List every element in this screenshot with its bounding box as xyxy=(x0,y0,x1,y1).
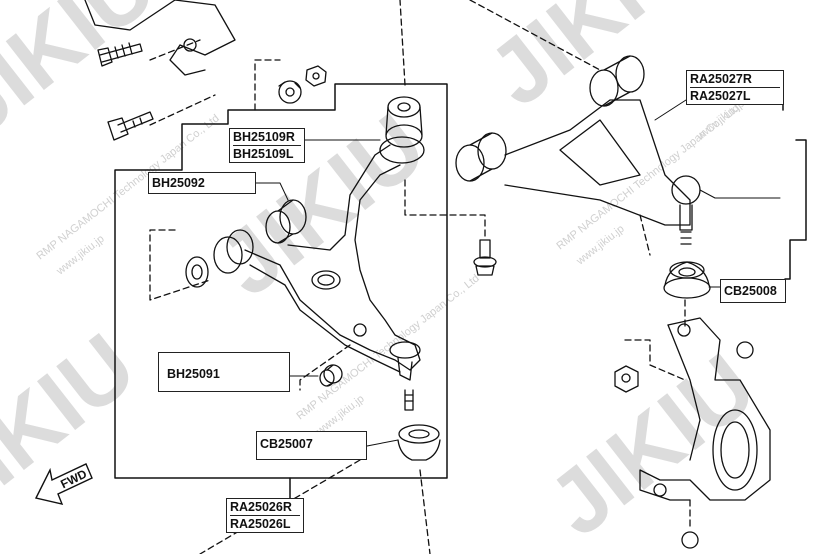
assembly-lines xyxy=(149,0,691,555)
upper-stud-bolt xyxy=(473,239,497,276)
part-number-right: RA25027R xyxy=(690,72,752,86)
lower-boot xyxy=(397,424,441,461)
part-number-right: BH25109R xyxy=(233,130,295,144)
small-bushing xyxy=(319,364,343,387)
washer-and-nut xyxy=(278,65,327,104)
forward-direction-arrow xyxy=(34,463,93,505)
lower-ball-joint-nut xyxy=(614,365,639,393)
rear-bushing-part-label: BH25092 xyxy=(148,172,256,194)
bolt-lower xyxy=(107,111,154,141)
lower-arm-front-bushing xyxy=(379,96,425,164)
lower-arm-part-label: RA25026R RA25026L xyxy=(226,498,304,533)
upper-boot-part-label: CB25008 xyxy=(720,279,786,303)
part-number-left: BH25109L xyxy=(233,145,301,162)
steering-knuckle xyxy=(639,317,771,549)
upper-group-bracket xyxy=(782,89,807,280)
watermark-layer: JIKIU JIKIU JIKIU JIKIU JIKIU xyxy=(0,0,774,556)
front-bushing-part-label: BH25109R BH25109L xyxy=(229,128,305,163)
lower-control-arm xyxy=(244,144,421,411)
lower-arm-group-outline xyxy=(114,83,448,479)
watermark-logo: JIKIU xyxy=(531,335,774,554)
leader-lines xyxy=(254,99,781,447)
upper-arm-part-label: RA25027R RA25027L xyxy=(686,70,784,105)
bolt-upper xyxy=(97,42,143,67)
watermark-logo: JIKIU xyxy=(0,0,174,156)
part-number: BH25091 xyxy=(167,367,220,381)
body-bracket xyxy=(84,0,236,76)
small-bushing-part-label: BH25091 xyxy=(158,352,290,392)
watermark-logo: JIKIU xyxy=(0,315,154,535)
lower-arm-rear-bushing xyxy=(185,199,307,288)
part-number-left: RA25026L xyxy=(230,515,300,532)
part-number-right: RA25026R xyxy=(230,500,292,514)
watermark-logo: JIKIU xyxy=(471,0,714,126)
lower-boot-part-label: CB25007 xyxy=(256,431,367,460)
upper-boot xyxy=(663,261,711,299)
part-number-left: RA25027L xyxy=(690,87,780,104)
upper-control-arm xyxy=(455,55,701,245)
watermark-text: RMP NAGAMOCHI Technology Japan Co., Ltd xyxy=(294,272,481,422)
